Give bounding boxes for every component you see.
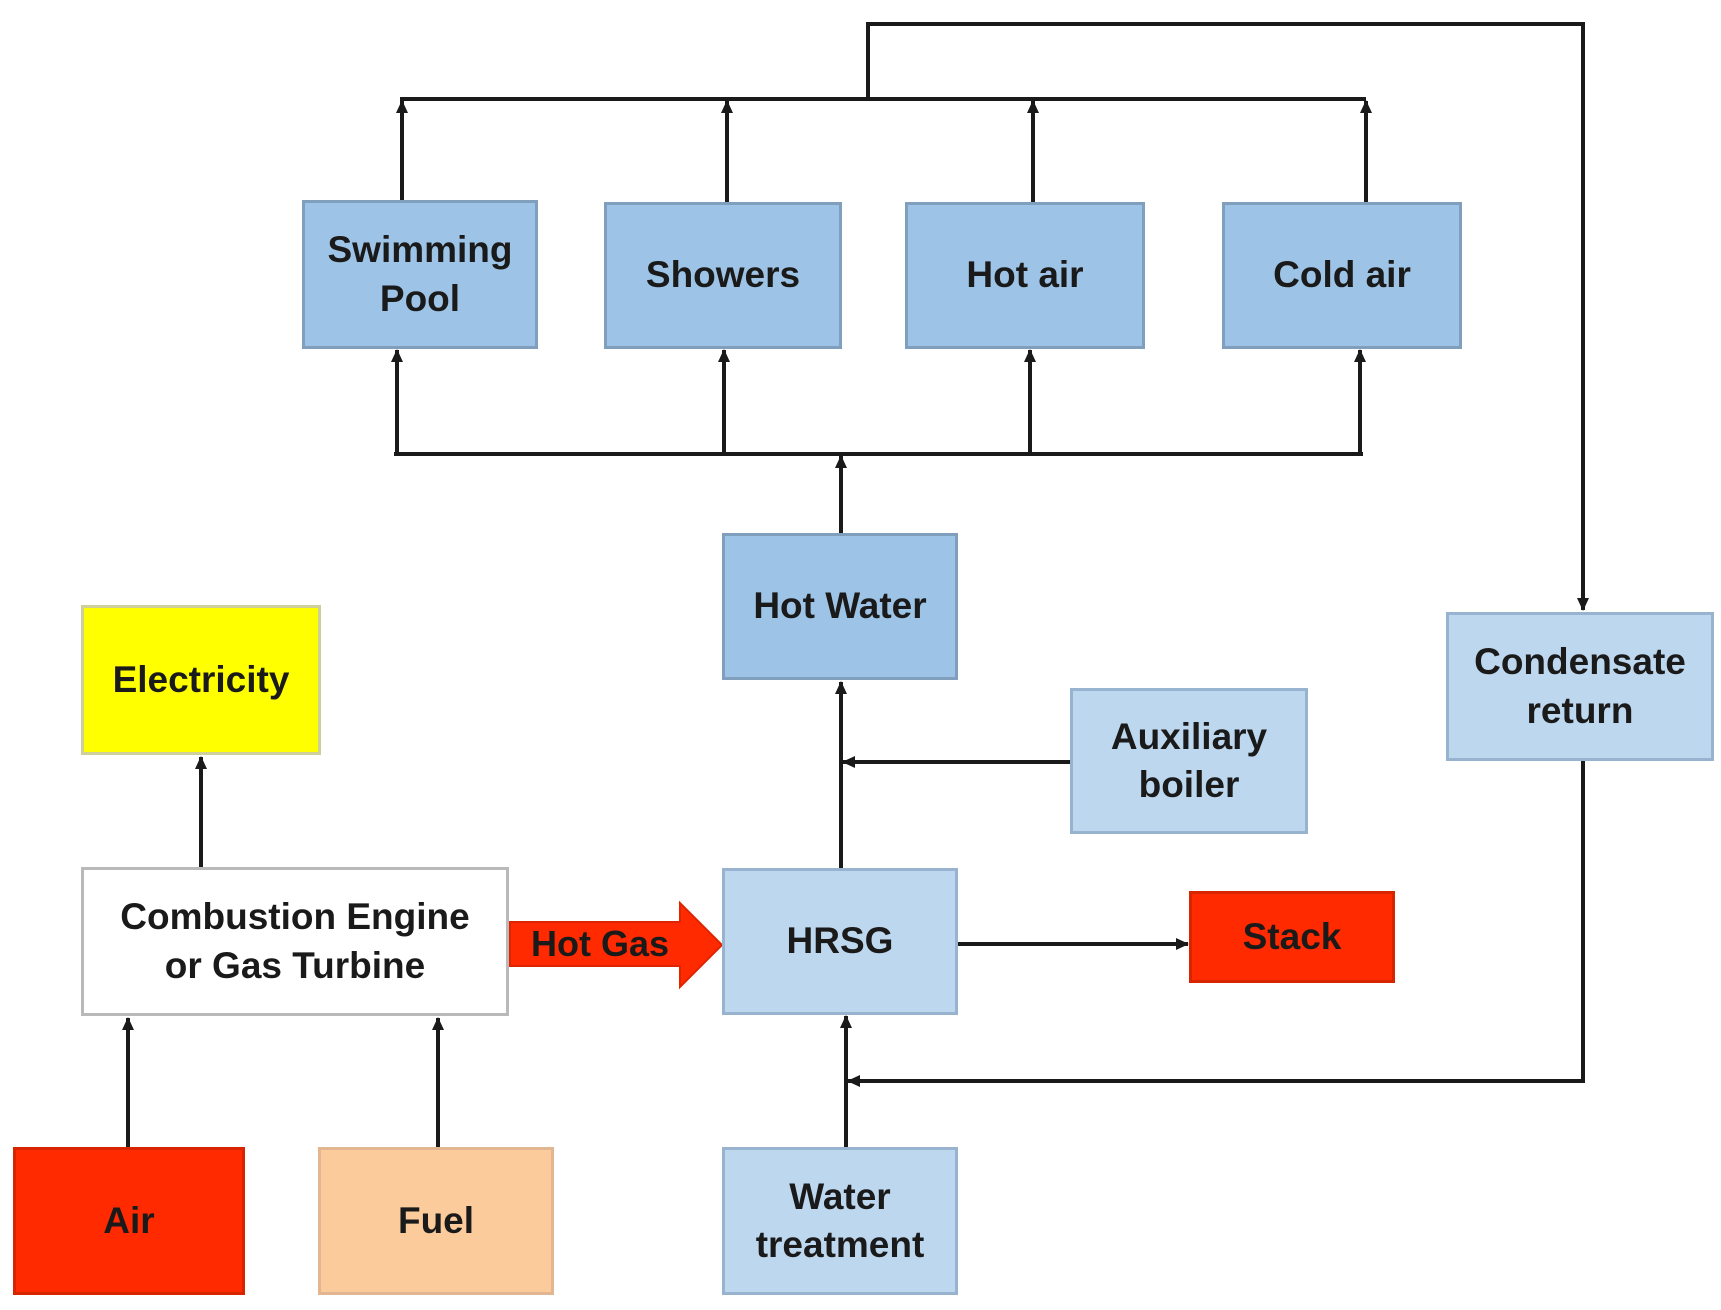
showers-box: Showers: [604, 202, 842, 349]
condensate-return-box: Condensate return: [1446, 612, 1714, 761]
condensate-return-label: Condensate return: [1474, 641, 1686, 731]
air-box: Air: [13, 1147, 245, 1295]
swimming-pool-label: Swimming Pool: [327, 229, 513, 319]
condensate-to-hrsg-line: [847, 761, 1585, 1087]
condensate-line: [866, 22, 1589, 611]
hot-water-label: Hot Water: [753, 585, 927, 627]
fuel-box: Fuel: [318, 1147, 554, 1295]
stack-label: Stack: [1242, 915, 1342, 957]
fuel-label: Fuel: [397, 1199, 475, 1241]
stack-box: Stack: [1189, 891, 1395, 983]
hot-gas-label: Hot Gas: [531, 923, 670, 964]
air-label: Air: [103, 1199, 155, 1241]
swimming-pool-box: Swimming Pool: [302, 200, 538, 349]
water-treatment-label: Water treatment: [755, 1175, 925, 1265]
auxiliary-boiler-label: Auxiliary boiler: [1110, 715, 1268, 805]
combustion-engine-label: Combustion Engine or Gas Turbine: [120, 896, 470, 986]
cold-air-label: Cold air: [1273, 254, 1411, 296]
electricity-box: Electricity: [81, 605, 321, 755]
hot-air-box: Hot air: [905, 202, 1145, 349]
hot-air-label: Hot air: [966, 254, 1084, 296]
hrsg-box: HRSG: [722, 868, 958, 1015]
water-treatment-box: Water treatment: [722, 1147, 958, 1295]
hot-gas-arrow: [509, 900, 724, 990]
showers-label: Showers: [645, 254, 801, 296]
combustion-engine-box: Combustion Engine or Gas Turbine: [81, 867, 509, 1016]
hot-water-box: Hot Water: [722, 533, 958, 680]
cold-air-box: Cold air: [1222, 202, 1462, 349]
electricity-label: Electricity: [112, 658, 290, 700]
hrsg-label: HRSG: [786, 920, 894, 962]
auxiliary-boiler-box: Auxiliary boiler: [1070, 688, 1308, 834]
